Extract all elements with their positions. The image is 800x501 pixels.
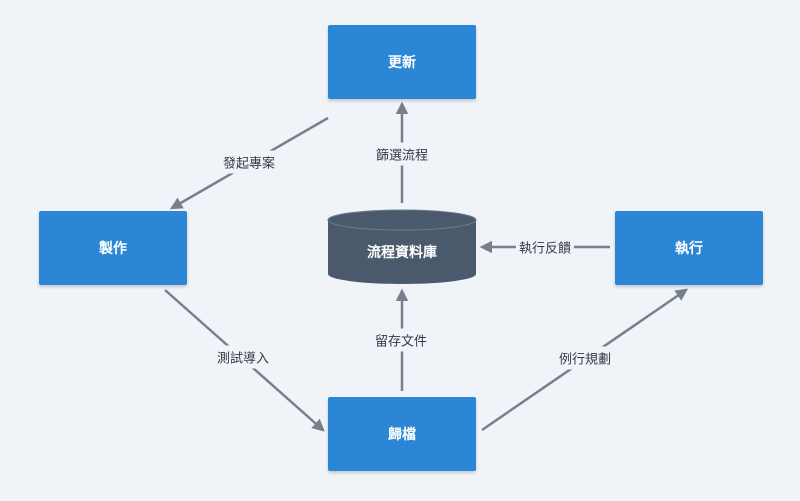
node-execute-label: 執行 (675, 241, 703, 257)
node-archive-label: 歸檔 (388, 427, 416, 443)
edge-label-filter-process: 篩選流程 (372, 142, 432, 166)
repository-cylinder (327, 209, 477, 284)
edge-label-execution-feedback: 執行反饋 (515, 235, 575, 259)
node-update-label: 更新 (388, 55, 416, 71)
node-execute: 執行 (615, 211, 763, 285)
edge-label-instance-planning: 例行規劃 (555, 346, 615, 370)
node-make-label: 製作 (99, 241, 127, 257)
repository-label: 流程資料庫 (367, 245, 437, 261)
edge-label-initiate-project: 發起專案 (219, 150, 279, 174)
edge-label-test-import: 測試導入 (213, 345, 273, 369)
edge-label-deposit-document: 留存文件 (371, 328, 431, 352)
node-make: 製作 (39, 211, 187, 285)
node-archive: 歸檔 (328, 397, 476, 471)
node-update: 更新 (328, 25, 476, 99)
